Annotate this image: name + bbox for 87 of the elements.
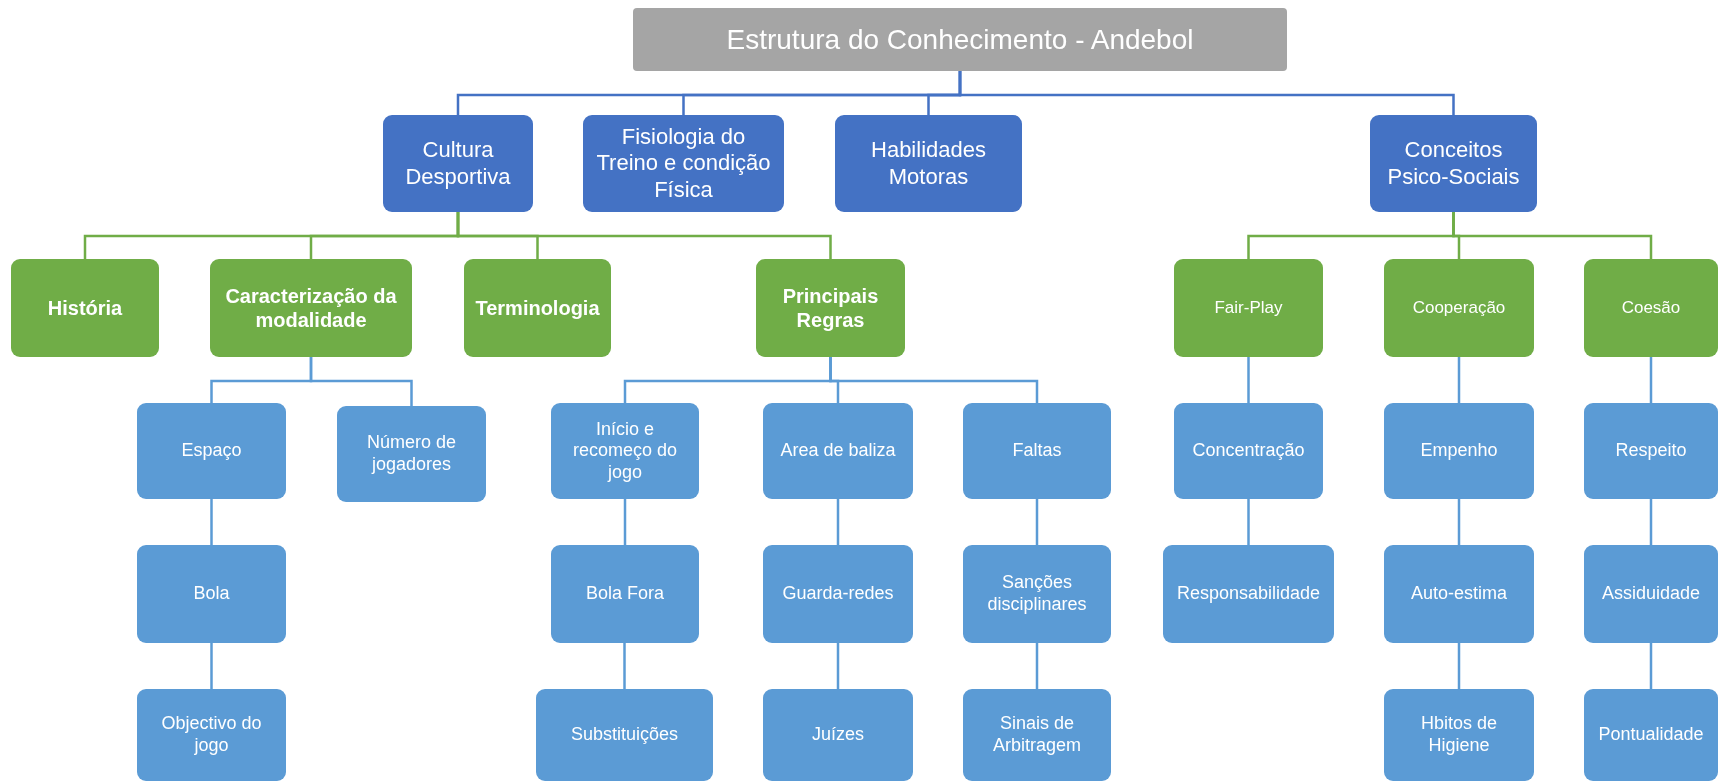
connector-line <box>1035 643 1039 689</box>
topic-box <box>1174 403 1323 499</box>
connector-line <box>1457 499 1461 545</box>
topic-box <box>963 545 1111 643</box>
topic-box <box>1384 545 1534 643</box>
subcategory-box <box>1384 259 1534 357</box>
node-label: Faltas <box>1012 440 1062 462</box>
node-label: Pontualidade <box>1598 724 1704 746</box>
connector-line <box>1649 357 1653 403</box>
node-label: Objectivo do jogo <box>160 713 263 757</box>
node-label: Guarda-redes <box>782 583 894 605</box>
topic-box <box>1384 403 1534 499</box>
title-box <box>633 8 1287 71</box>
node-label: Bola <box>193 583 230 605</box>
node-label: Cooperação <box>1412 297 1506 319</box>
node-label: Espaço <box>181 440 242 462</box>
connector-line <box>836 499 840 545</box>
node-label: Cultura Desportiva <box>404 137 512 190</box>
connector-line <box>623 643 626 689</box>
category-box <box>835 115 1022 212</box>
category-box <box>383 115 533 212</box>
node-label: Responsabilidade <box>1176 583 1321 605</box>
connector-line <box>456 212 832 259</box>
connector-line <box>1247 357 1250 403</box>
topic-box <box>1163 545 1334 643</box>
node-label: Fair-Play <box>1214 297 1283 319</box>
node-label: Conceitos Psico-Sociais <box>1386 137 1521 190</box>
topic-box <box>551 403 699 499</box>
node-label: Sinais de Arbitragem <box>992 713 1082 757</box>
node-label: Estrutura do Conhecimento - Andebol <box>726 22 1194 57</box>
topic-box <box>1384 689 1534 781</box>
connector-line <box>210 643 213 689</box>
node-label: Assiduidade <box>1601 583 1701 605</box>
connector-line <box>1649 643 1653 689</box>
topic-box <box>763 689 913 781</box>
node-label: Bola Fora <box>585 583 664 605</box>
node-label: Substituições <box>570 724 679 746</box>
connector-line <box>1247 499 1250 545</box>
node-label: Caracterização da modalidade <box>224 284 398 332</box>
node-label: Area de baliza <box>780 440 896 462</box>
subcategory-box <box>1174 259 1323 357</box>
connector-line <box>1457 643 1461 689</box>
topic-box <box>1584 545 1718 643</box>
connector-line <box>309 357 413 406</box>
node-label: Sanções disciplinares <box>986 572 1088 616</box>
node-label: Início e recomeço do jogo <box>571 418 679 484</box>
topic-box <box>763 545 913 643</box>
node-label: Auto-estima <box>1410 583 1507 605</box>
connector-line <box>958 71 1455 115</box>
node-label: Principais Regras <box>781 284 880 332</box>
topic-box <box>963 689 1111 781</box>
category-box <box>1370 115 1537 212</box>
node-label: Fisiologia do Treino e condição Física <box>595 123 772 204</box>
node-label: Hbitos de Higiene <box>1419 713 1498 757</box>
topic-box <box>337 406 486 502</box>
node-label: Habilidades Motoras <box>870 137 987 190</box>
category-box <box>583 115 784 212</box>
connector-line <box>623 499 627 545</box>
topic-box <box>1584 689 1718 781</box>
topic-box <box>137 403 286 499</box>
connector-line <box>1035 499 1039 545</box>
connector-line <box>210 499 213 545</box>
connector-line <box>1452 212 1653 259</box>
node-label: Respeito <box>1615 440 1687 462</box>
node-label: Empenho <box>1420 440 1498 462</box>
node-label: Juízes <box>812 724 864 746</box>
subcategory-box <box>756 259 905 357</box>
node-label: Terminologia <box>475 296 600 320</box>
topic-box <box>536 689 713 781</box>
topic-box <box>1584 403 1718 499</box>
connector-line <box>829 357 1039 403</box>
connector-line <box>1457 357 1461 403</box>
node-label: Coesão <box>1621 297 1681 319</box>
subcategory-box <box>1584 259 1718 357</box>
topic-box <box>963 403 1111 499</box>
topic-box <box>551 545 699 643</box>
subcategory-box <box>11 259 159 357</box>
topic-box <box>763 403 913 499</box>
topic-box <box>137 689 286 781</box>
topic-box <box>137 545 286 643</box>
node-label: Concentração <box>1192 440 1305 462</box>
subcategory-box <box>210 259 412 357</box>
node-label: História <box>47 296 123 320</box>
connector-line <box>836 643 840 689</box>
node-label: Número de jogadores <box>365 432 457 476</box>
subcategory-box <box>464 259 611 357</box>
connector-line <box>1649 499 1653 545</box>
